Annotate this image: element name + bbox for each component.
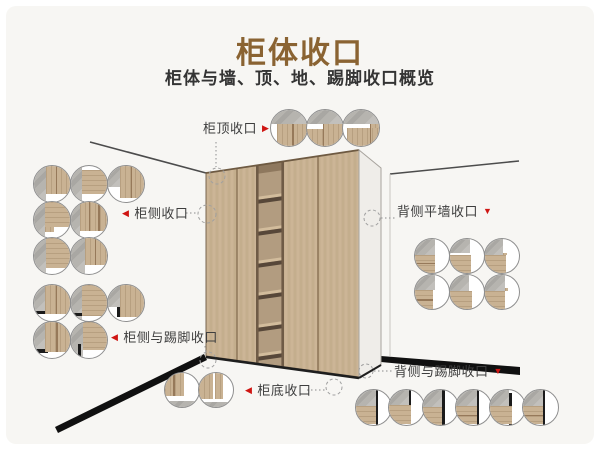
detail-circle-side-6 xyxy=(33,237,71,275)
infographic-panel: 柜体收口 柜体与墙、顶、地、踢脚收口概览 柜顶收口▶◀柜侧收口◀柜侧与踢脚收口背… xyxy=(6,6,594,444)
cabinet-illustration xyxy=(55,141,520,433)
page-title: 柜体收口 xyxy=(236,37,364,70)
detail-circle-sideskirt-5 xyxy=(70,321,108,359)
callout-connectors xyxy=(186,142,395,396)
detail-circle-sideskirt-2 xyxy=(70,284,108,322)
detail-circle-top-2 xyxy=(306,109,344,147)
callout-label-bottom: ◀ 柜底收口 xyxy=(245,383,311,398)
shelves xyxy=(256,193,284,361)
detail-circle-side-4 xyxy=(33,201,71,239)
detail-circle-sideskirt-3 xyxy=(107,284,145,322)
callout-text: 背侧与踢脚收口 xyxy=(394,364,489,379)
callout-text: 柜顶收口 xyxy=(203,121,258,136)
detail-circle-side-1 xyxy=(33,165,71,203)
arrow-right-icon: ▶ xyxy=(262,123,270,133)
callout-label-backskirt: 背侧与踢脚收口 ▼ xyxy=(394,364,503,379)
detail-circle-backskirt-4 xyxy=(454,388,492,426)
arrow-left-icon: ◀ xyxy=(122,208,130,218)
arrow-left-icon: ◀ xyxy=(245,385,253,395)
detail-circle-sideskirt-1 xyxy=(33,284,71,322)
detail-circle-backskirt-2 xyxy=(387,388,425,426)
callout-text: 背侧平墙收口 xyxy=(397,204,479,219)
detail-circle-backskirt-3 xyxy=(421,388,459,426)
detail-circle-backwall-5 xyxy=(449,274,485,310)
callout-label-side: ◀ 柜侧收口 xyxy=(122,206,188,221)
page-subtitle: 柜体与墙、顶、地、踢脚收口概览 xyxy=(165,69,435,88)
detail-circle-sideskirt-4 xyxy=(33,321,71,359)
callout-label-backwall: 背侧平墙收口 ▼ xyxy=(397,204,492,219)
detail-circle-backwall-2 xyxy=(449,238,485,274)
arrow-down-icon: ▼ xyxy=(483,206,493,216)
detail-circle-side-7 xyxy=(70,237,108,275)
callout-text: 柜侧收口 xyxy=(134,206,189,221)
detail-circle-side-2 xyxy=(70,165,108,203)
detail-circle-backwall-3 xyxy=(484,238,520,274)
room-walls xyxy=(89,141,520,356)
detail-circle-backskirt-1 xyxy=(354,388,392,426)
detail-circle-backwall-6 xyxy=(484,274,520,310)
detail-circle-backskirt-5 xyxy=(488,388,526,426)
wardrobe xyxy=(205,148,382,380)
callout-label-top: 柜顶收口 ▶ xyxy=(203,121,269,136)
detail-circle-side-5 xyxy=(70,201,108,239)
detail-circle-top-3 xyxy=(342,109,380,147)
detail-circle-bottom-1 xyxy=(164,372,200,408)
detail-circle-top-1 xyxy=(270,109,308,147)
detail-circle-side-3 xyxy=(107,165,145,203)
detail-circle-backwall-4 xyxy=(414,274,450,310)
arrow-left-icon: ◀ xyxy=(111,332,119,342)
detail-circle-backskirt-6 xyxy=(521,388,559,426)
arrow-down-icon: ▼ xyxy=(493,366,503,376)
callout-label-sideskirt: ◀ 柜侧与踢脚收口 xyxy=(111,330,218,345)
callout-text: 柜底收口 xyxy=(257,383,312,398)
callout-text: 柜侧与踢脚收口 xyxy=(123,330,218,345)
detail-circle-backwall-1 xyxy=(414,238,450,274)
detail-circle-bottom-2 xyxy=(198,372,234,408)
scene: 柜体收口 柜体与墙、顶、地、踢脚收口概览 柜顶收口▶◀柜侧收口◀柜侧与踢脚收口背… xyxy=(6,6,594,444)
